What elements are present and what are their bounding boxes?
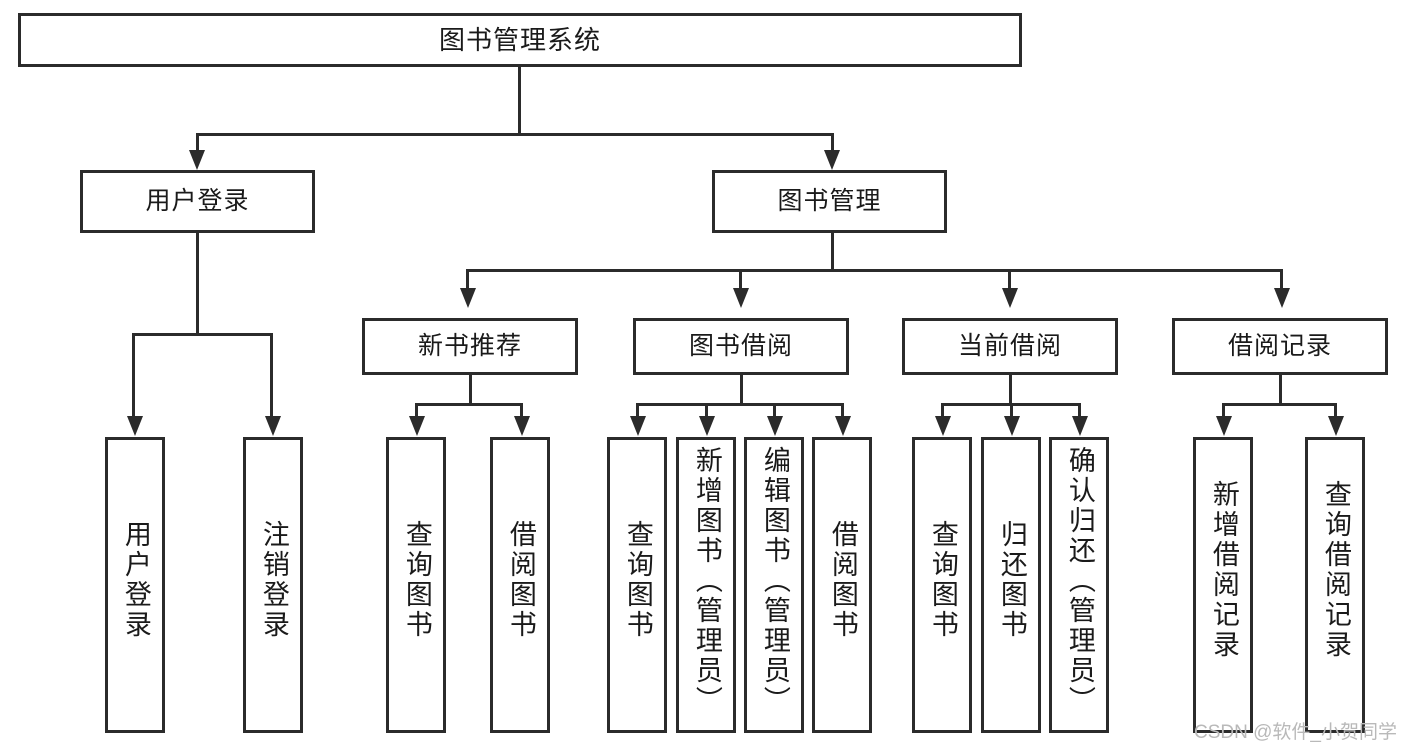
node-borrow-record[interactable]: 借阅记录 (1172, 318, 1388, 375)
connector-borrow-record-stem (1279, 375, 1282, 406)
arrow-to-leaf-add-book (699, 416, 715, 436)
connector-br-to-leaf-2 (1334, 403, 1337, 419)
connector-br-to-leaf-1 (1222, 403, 1225, 419)
arrow-to-leaf-query-book-2 (630, 416, 646, 436)
connector-book-management-horizontal (466, 269, 1283, 272)
arrow-to-leaf-confirm-return (1072, 416, 1088, 436)
leaf-label: 归还图书 (996, 520, 1027, 640)
node-user-login[interactable]: 用户登录 (80, 170, 315, 233)
connector-new-book-stem (469, 375, 472, 406)
leaf-add-book-admin[interactable]: 新增图书（管理员） (676, 437, 736, 733)
node-book-borrow[interactable]: 图书借阅 (633, 318, 849, 375)
csdn-watermark: CSDN @软件_小贺同学 (1194, 722, 1397, 743)
connector-bm-to-current (1008, 269, 1011, 291)
connector-bm-to-new-book (466, 269, 469, 291)
node-book-management[interactable]: 图书管理 (712, 170, 947, 233)
arrow-to-book-borrow (733, 288, 749, 308)
connector-current-borrow-stem (1009, 375, 1012, 406)
leaf-label: 编辑图书（管理员） (759, 446, 790, 716)
connector-root-to-user-login (196, 133, 199, 153)
arrow-to-leaf-return-book (1004, 416, 1020, 436)
node-label: 新书推荐 (417, 331, 522, 360)
connector-bm-to-record (1280, 269, 1283, 291)
arrow-to-leaf-borrow-book-2 (835, 416, 851, 436)
node-label: 图书借阅 (688, 331, 793, 360)
leaf-query-book-borrow[interactable]: 查询图书 (607, 437, 667, 733)
leaf-label: 查询图书 (927, 520, 958, 640)
arrow-to-new-book-recommend (460, 288, 476, 308)
arrow-to-book-management (824, 150, 840, 170)
connector-root-to-book-management (831, 133, 834, 153)
leaf-logout[interactable]: 注销登录 (243, 437, 303, 733)
arrow-to-leaf-user-login (127, 416, 143, 436)
connector-bb-to-leaf-2 (705, 403, 708, 419)
leaf-label: 查询借阅记录 (1320, 480, 1351, 660)
arrow-to-leaf-edit-book (767, 416, 783, 436)
connector-nb-to-leaf-1 (415, 403, 418, 419)
leaf-label: 新增图书（管理员） (691, 446, 722, 716)
connector-book-management-stem (831, 233, 834, 272)
connector-nb-to-leaf-2 (520, 403, 523, 419)
leaf-label: 注销登录 (258, 520, 289, 640)
arrow-to-leaf-logout (265, 416, 281, 436)
leaf-label: 查询图书 (622, 520, 653, 640)
leaf-label: 新增借阅记录 (1208, 480, 1239, 660)
connector-user-login-to-leaf-1 (132, 333, 135, 419)
node-label: 图书管理 (777, 186, 882, 215)
leaf-edit-book-admin[interactable]: 编辑图书（管理员） (744, 437, 804, 733)
node-new-book-recommend[interactable]: 新书推荐 (362, 318, 578, 375)
arrow-to-leaf-query-book-1 (409, 416, 425, 436)
leaf-label: 确认归还（管理员） (1064, 446, 1095, 716)
connector-root-vertical (518, 67, 521, 135)
arrow-to-borrow-record (1274, 288, 1290, 308)
connector-borrow-record-horizontal (1222, 403, 1337, 406)
leaf-query-book-current[interactable]: 查询图书 (912, 437, 972, 733)
arrow-to-leaf-add-record (1216, 416, 1232, 436)
connector-cb-to-leaf-3 (1078, 403, 1081, 419)
leaf-add-borrow-record[interactable]: 新增借阅记录 (1193, 437, 1253, 733)
leaf-return-book[interactable]: 归还图书 (981, 437, 1041, 733)
node-label: 图书管理系统 (438, 24, 601, 55)
node-current-borrow[interactable]: 当前借阅 (902, 318, 1118, 375)
arrow-to-current-borrow (1002, 288, 1018, 308)
connector-user-login-to-leaf-2 (270, 333, 273, 419)
connector-user-login-horizontal (132, 333, 273, 336)
node-label: 借阅记录 (1227, 331, 1332, 360)
connector-root-horizontal (196, 133, 834, 136)
connector-book-borrow-stem (740, 375, 743, 406)
connector-user-login-stem (196, 233, 199, 335)
leaf-label: 用户登录 (120, 520, 151, 640)
leaf-label: 借阅图书 (827, 520, 858, 640)
leaf-borrow-book-recommend[interactable]: 借阅图书 (490, 437, 550, 733)
node-label: 用户登录 (145, 186, 250, 215)
arrow-to-leaf-query-book-3 (935, 416, 951, 436)
leaf-query-book-recommend[interactable]: 查询图书 (386, 437, 446, 733)
connector-bm-to-borrow (739, 269, 742, 291)
node-root-library-management-system[interactable]: 图书管理系统 (18, 13, 1022, 67)
connector-cb-to-leaf-1 (941, 403, 944, 419)
connector-cb-to-leaf-2 (1010, 403, 1013, 419)
leaf-query-borrow-record[interactable]: 查询借阅记录 (1305, 437, 1365, 733)
node-label: 当前借阅 (957, 331, 1062, 360)
leaf-borrow-book-borrow[interactable]: 借阅图书 (812, 437, 872, 733)
leaf-user-login[interactable]: 用户登录 (105, 437, 165, 733)
arrow-to-leaf-borrow-book-1 (514, 416, 530, 436)
connector-new-book-horizontal (415, 403, 523, 406)
connector-bb-to-leaf-1 (636, 403, 639, 419)
connector-book-borrow-horizontal (636, 403, 844, 406)
connector-bb-to-leaf-4 (841, 403, 844, 419)
leaf-confirm-return-admin[interactable]: 确认归还（管理员） (1049, 437, 1109, 733)
arrow-to-leaf-query-record (1328, 416, 1344, 436)
leaf-label: 借阅图书 (505, 520, 536, 640)
connector-bb-to-leaf-3 (773, 403, 776, 419)
leaf-label: 查询图书 (401, 520, 432, 640)
arrow-to-user-login (189, 150, 205, 170)
